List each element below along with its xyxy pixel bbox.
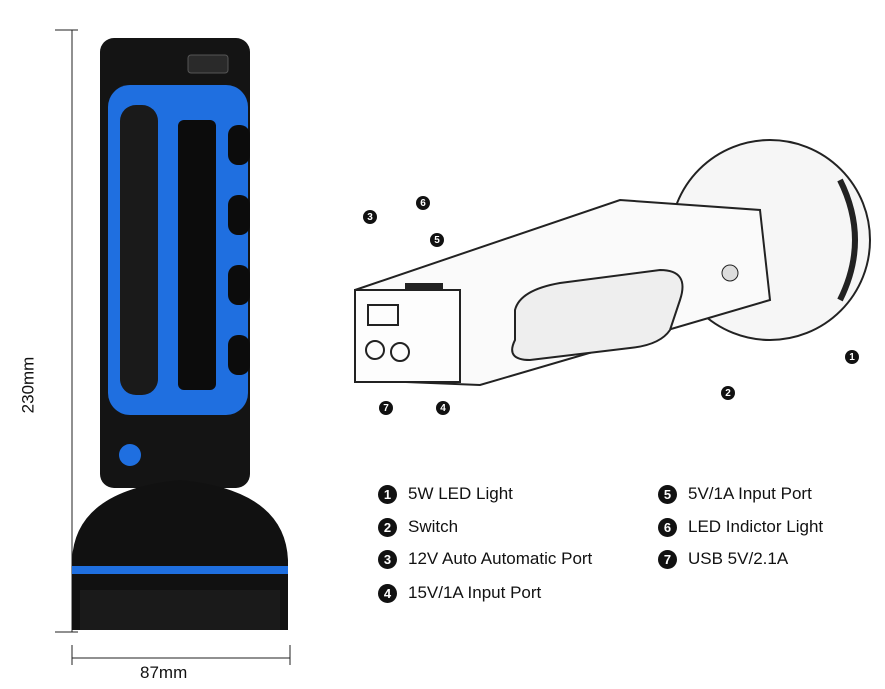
legend-item: 6 LED Indictor Light xyxy=(658,517,823,537)
callout-7: 7 xyxy=(379,401,393,415)
legend-item: 1 5W LED Light xyxy=(378,484,513,504)
height-label: 230mm xyxy=(18,356,38,414)
legend-label: 5W LED Light xyxy=(408,484,513,503)
number-badge: 2 xyxy=(378,517,397,537)
legend-label: Switch xyxy=(408,517,459,536)
legend-item: 5 5V/1A Input Port xyxy=(658,484,812,504)
legend-item: 4 15V/1A Input Port xyxy=(378,583,541,603)
legend-label: 12V Auto Automatic Port xyxy=(408,549,593,568)
legend-label: LED Indictor Light xyxy=(688,517,824,536)
number-badge: 3 xyxy=(378,549,397,569)
callout-6: 6 xyxy=(416,196,430,210)
number-badge: 5 xyxy=(658,484,677,504)
legend-item: 2 Switch xyxy=(378,517,458,537)
number-badge: 7 xyxy=(658,549,677,569)
legend-label: 5V/1A Input Port xyxy=(688,484,812,503)
width-label: 87mm xyxy=(140,663,188,682)
callout-1: 1 xyxy=(845,350,859,364)
callout-2: 2 xyxy=(721,386,735,400)
flashlight-front-view xyxy=(72,38,288,630)
number-badge: 1 xyxy=(378,484,397,504)
height-dimension-line xyxy=(55,29,78,633)
legend-item: 7 USB 5V/2.1A xyxy=(658,549,788,569)
legend-item: 3 12V Auto Automatic Port xyxy=(378,549,592,569)
callout-5: 5 xyxy=(430,233,444,247)
flashlight-side-view xyxy=(354,139,871,387)
callout-3: 3 xyxy=(363,210,377,224)
number-badge: 6 xyxy=(658,517,677,537)
legend-label: USB 5V/2.1A xyxy=(688,549,789,568)
width-dimension-line xyxy=(71,645,291,665)
number-badge: 4 xyxy=(378,583,397,603)
callout-4: 4 xyxy=(436,401,450,415)
legend-label: 15V/1A Input Port xyxy=(408,583,542,602)
